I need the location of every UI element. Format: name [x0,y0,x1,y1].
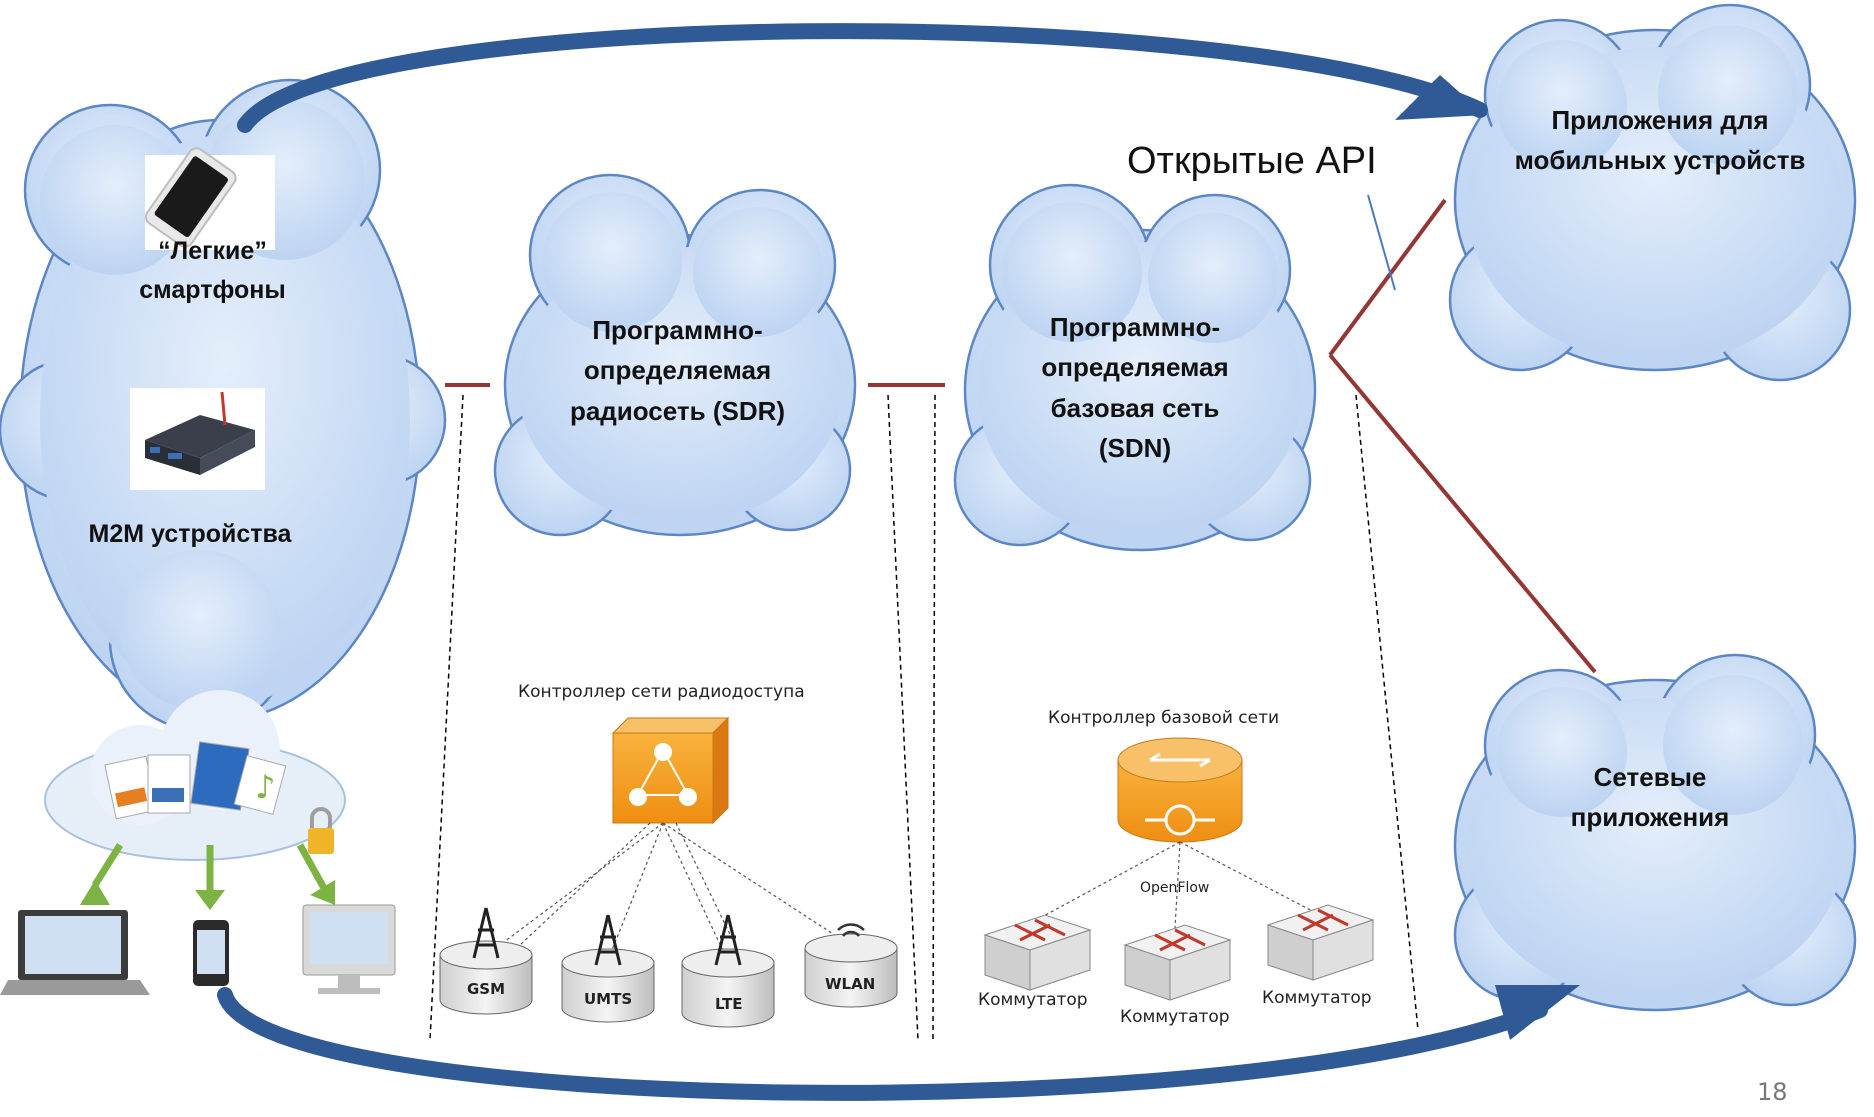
network-apps-cloud [1453,653,1857,1012]
network-apps-cloud-label: Сетевые приложения [1570,762,1730,833]
ran-station-gsm [439,907,533,1015]
open-api-label: Открытые API [1127,140,1377,182]
station-label-gsm: GSM [467,980,506,998]
switch-label-2: Коммутатор [1120,1007,1230,1027]
network-links [445,198,1597,674]
switch-label-1: Коммутатор [978,990,1088,1010]
ran-station-wlan [804,923,898,1008]
core-controller-router [1117,737,1243,843]
switch-1 [983,914,1092,991]
openflow-label: OpenFlow [1140,880,1210,896]
ran-station-umts [561,914,655,1023]
switch-2 [1123,924,1232,1001]
light-smartphones-label: “Легкие” смартфоны [139,237,286,304]
bottom-flow-arrow [217,985,1580,1101]
sdn-cloud-label: Программно-определяемая базовая сеть (SD… [1041,312,1229,463]
mobile-apps-cloud-label: Приложения для мобильных устройств [1514,105,1806,176]
switch-3 [1266,904,1375,981]
smartphone-image [144,147,275,250]
ran-station-lte [681,914,775,1028]
section-dividers [429,394,1419,1041]
station-label-umts: UMTS [584,990,633,1008]
core-dashed-links [1039,841,1321,929]
switch-label-3: Коммутатор [1262,988,1372,1008]
ran-controller-label: Контроллер сети радиодоступа [518,682,805,702]
mobile-apps-cloud [1448,3,1857,382]
ran-dashed-links [499,822,851,956]
top-flow-arrow [237,23,1488,133]
devices-cloud [0,78,447,732]
cloud-sync-illustration: ♪ [0,690,396,995]
ran-controller-box [611,716,730,825]
m2m-devices-label: M2M устройства [88,520,292,548]
station-label-wlan: WLAN [825,975,876,993]
page-number: 18 [1757,1078,1788,1106]
sdr-cloud-label: Программно-определяемая радиосеть (SDR) [569,315,786,426]
open-api-pointer [1367,194,1396,291]
svg-text:♪: ♪ [255,768,275,806]
station-label-lte: LTE [715,995,743,1013]
m2m-device-image [130,388,265,490]
core-controller-label: Контроллер базовой сети [1048,708,1280,728]
sdn-cloud [953,183,1317,552]
sdr-cloud [493,173,857,537]
